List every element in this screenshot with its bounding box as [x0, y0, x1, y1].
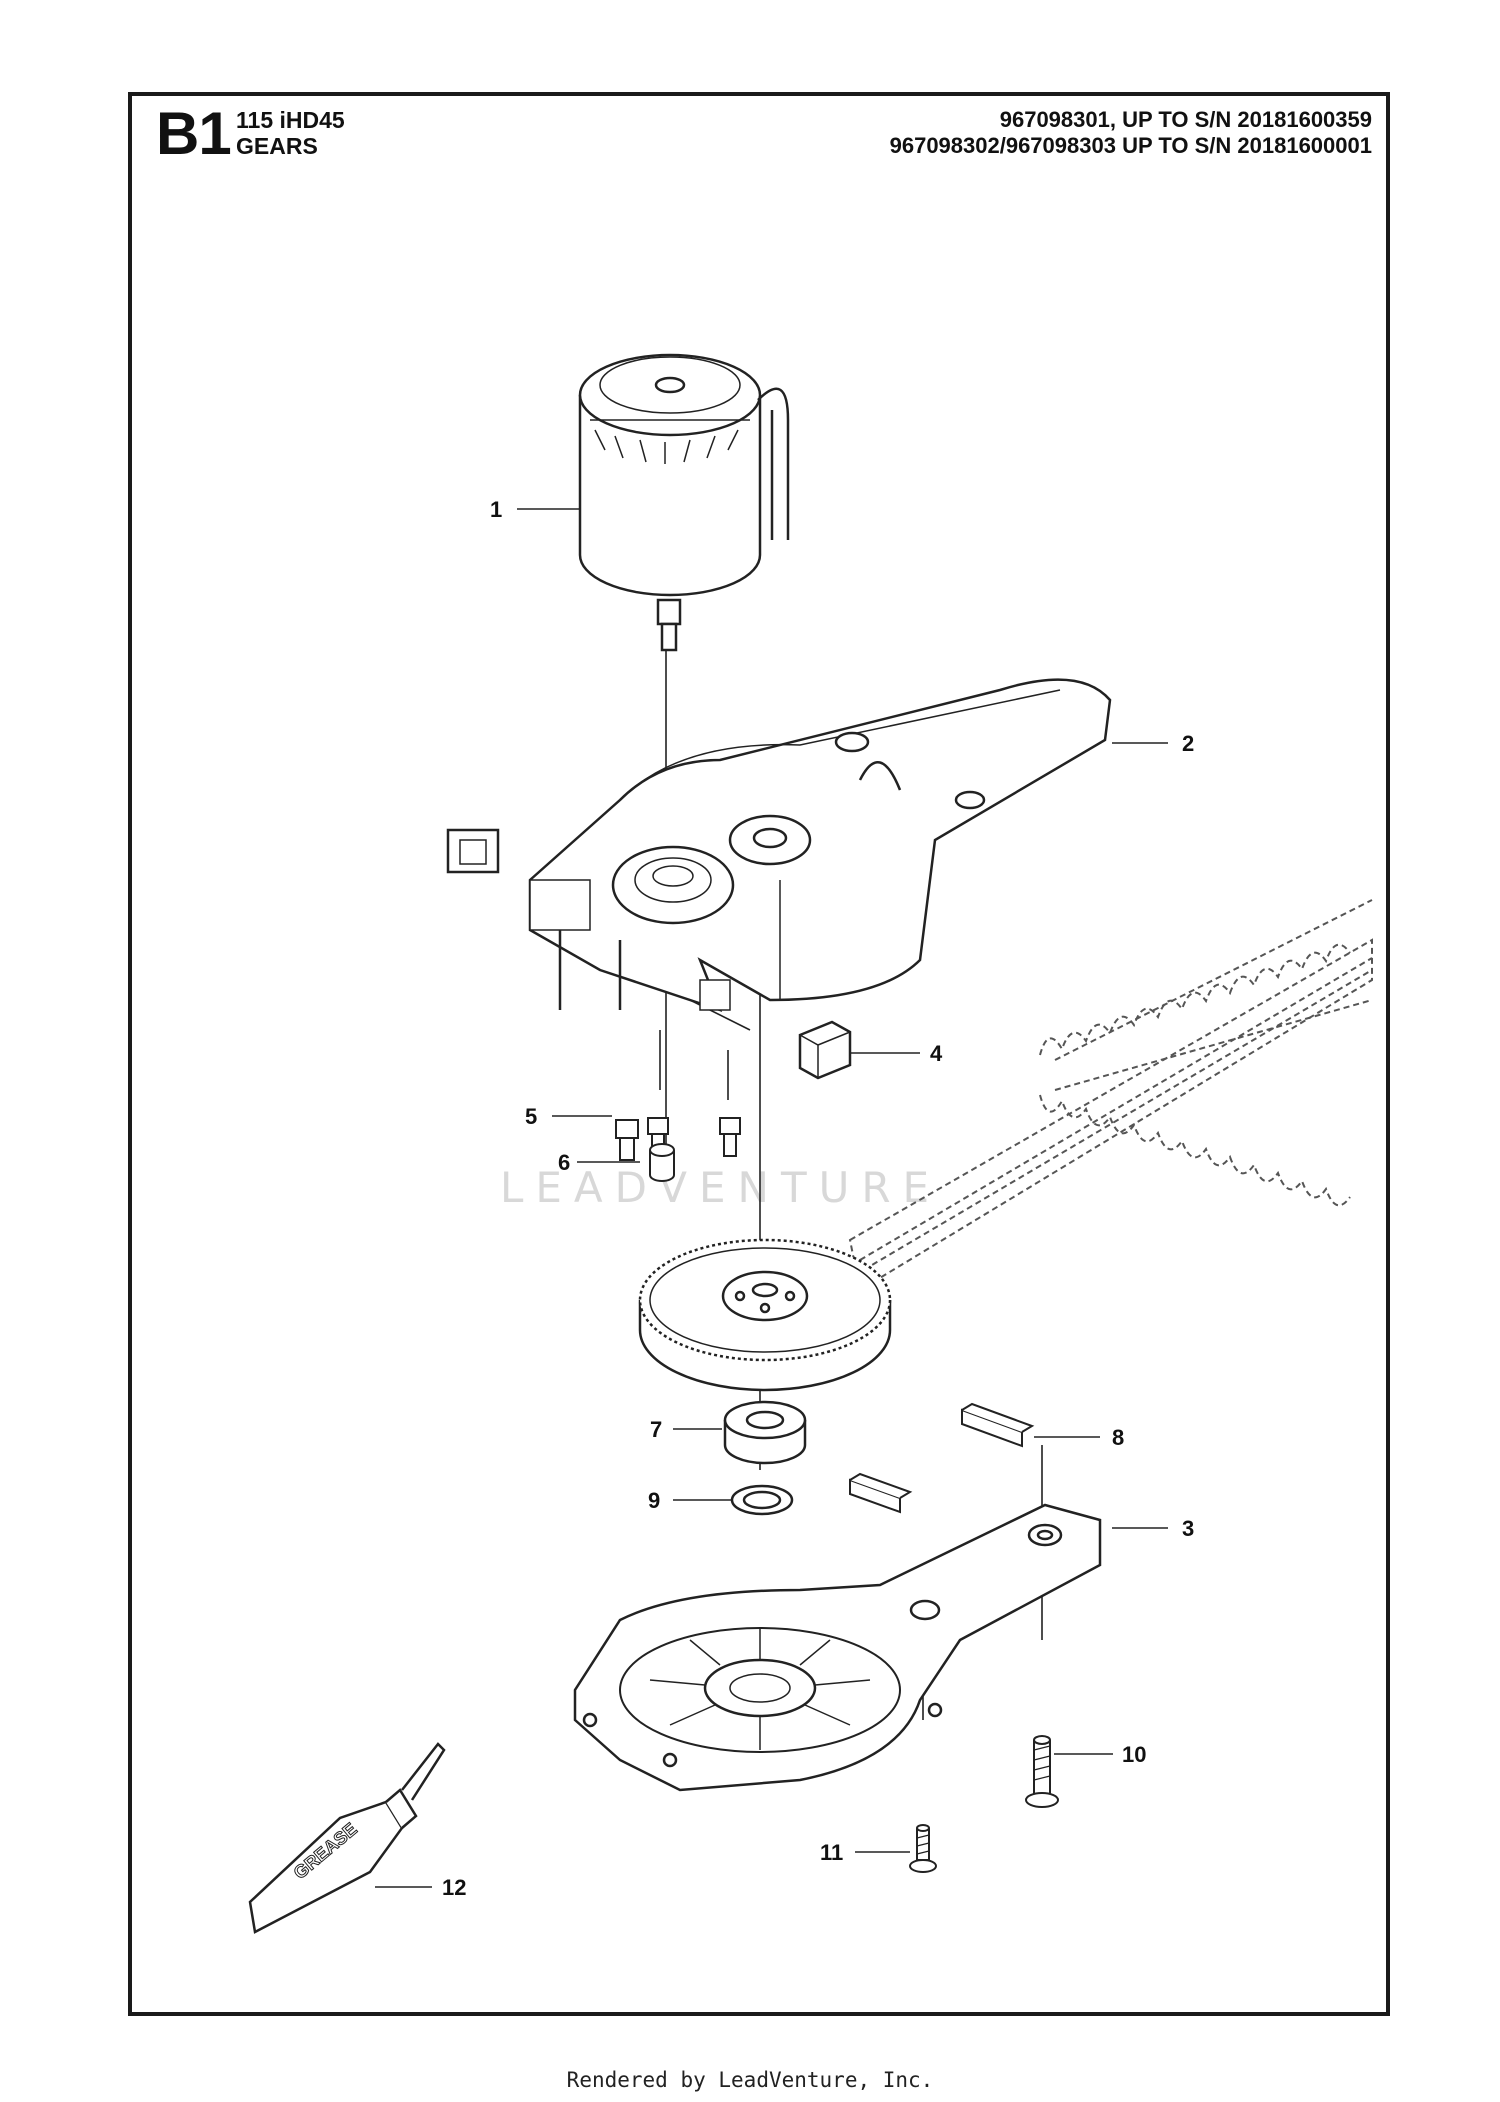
ball-bearing-icon [723, 1400, 807, 1465]
blade-outline [848, 899, 1373, 1292]
callout-12: 12 [442, 1875, 466, 1900]
spacer-icon [649, 1143, 675, 1182]
callout-3: 3 [1182, 1516, 1194, 1541]
callout-2: 2 [1182, 731, 1194, 756]
callout-9: 9 [648, 1488, 660, 1513]
housing-cover-icon [573, 1503, 1102, 1792]
screw-icon [615, 1117, 741, 1161]
watermark: LEADVENTURE [500, 1163, 941, 1212]
serial-range-2: 967098302/967098303 UP TO S/N 2018160000… [889, 133, 1372, 158]
serial-range-1: 967098301, UP TO S/N 20181600359 [999, 107, 1372, 132]
rubber-damper-icon [798, 1020, 852, 1080]
section-code: B1 [156, 100, 232, 167]
section-name: GEARS [236, 133, 318, 159]
diagram-frame [128, 92, 1390, 2016]
grease-tube-icon: GREASE [248, 1742, 446, 1934]
callout-10: 10 [1122, 1742, 1146, 1767]
motor-icon [578, 353, 790, 652]
footer-credit: Rendered by LeadVenture, Inc. [566, 2068, 934, 2092]
callout-leaders [375, 508, 1168, 1888]
washer-icon [730, 1484, 794, 1516]
callout-7: 7 [650, 1417, 662, 1442]
big-gear-icon [638, 1238, 892, 1392]
callout-5: 5 [525, 1104, 537, 1129]
model-name: 115 iHD45 [236, 107, 345, 133]
gear-housing-icon [446, 678, 1112, 1013]
short-screw-icon [909, 1824, 937, 1873]
key-block-icon [849, 1402, 1035, 1514]
callout-11: 11 [820, 1840, 843, 1865]
long-screw-icon [1025, 1735, 1059, 1808]
callout-8: 8 [1112, 1425, 1124, 1450]
callout-1: 1 [490, 497, 502, 522]
callout-6: 6 [558, 1150, 570, 1175]
callout-4: 4 [930, 1041, 943, 1066]
